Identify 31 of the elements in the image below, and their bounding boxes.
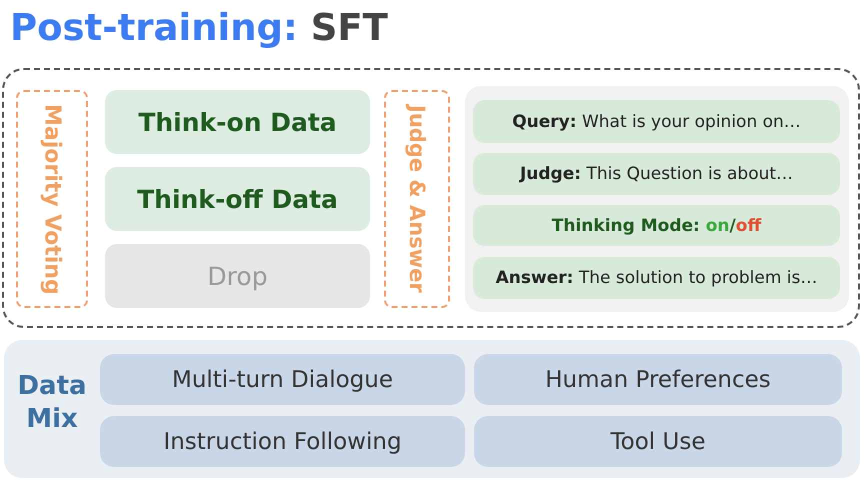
panel-heading: Data Mix [16, 370, 88, 435]
data-box [105, 167, 370, 231]
data-category-box [100, 416, 465, 467]
vertical-label: Judge & Answer [405, 105, 429, 293]
data-category-box [474, 416, 842, 467]
vertical-label: Majority Voting [40, 104, 64, 294]
box-label: Instruction Following [163, 428, 402, 454]
box-label: Human Preferences [545, 366, 771, 392]
box-label: Think-off Data [137, 184, 338, 214]
data-category-box [474, 354, 842, 405]
box-label: Drop [207, 262, 268, 290]
box-label: Query: What is your opinion on… [512, 112, 801, 132]
panel [465, 86, 849, 312]
box-label: Judge: This Question is about… [520, 164, 794, 184]
format-row [473, 205, 840, 246]
title: Post-training: SFT [10, 6, 388, 49]
box-label: Think-on Data [138, 108, 337, 136]
box-label: Tool Use [610, 428, 706, 454]
data-box [105, 90, 370, 154]
box-label: Multi-turn Dialogue [172, 366, 394, 392]
vertical-label-box [16, 90, 88, 308]
data-category-box [100, 354, 465, 405]
dashed-container [2, 68, 860, 328]
format-row [473, 257, 840, 299]
box-label: Answer: The solution to problem is… [496, 268, 818, 288]
vertical-label-box [384, 90, 450, 308]
row-text: Thinking Mode: on/off [552, 216, 762, 236]
data-mix-panel [4, 340, 860, 478]
format-row [473, 153, 840, 195]
data-box [105, 244, 370, 308]
format-row [473, 100, 840, 143]
